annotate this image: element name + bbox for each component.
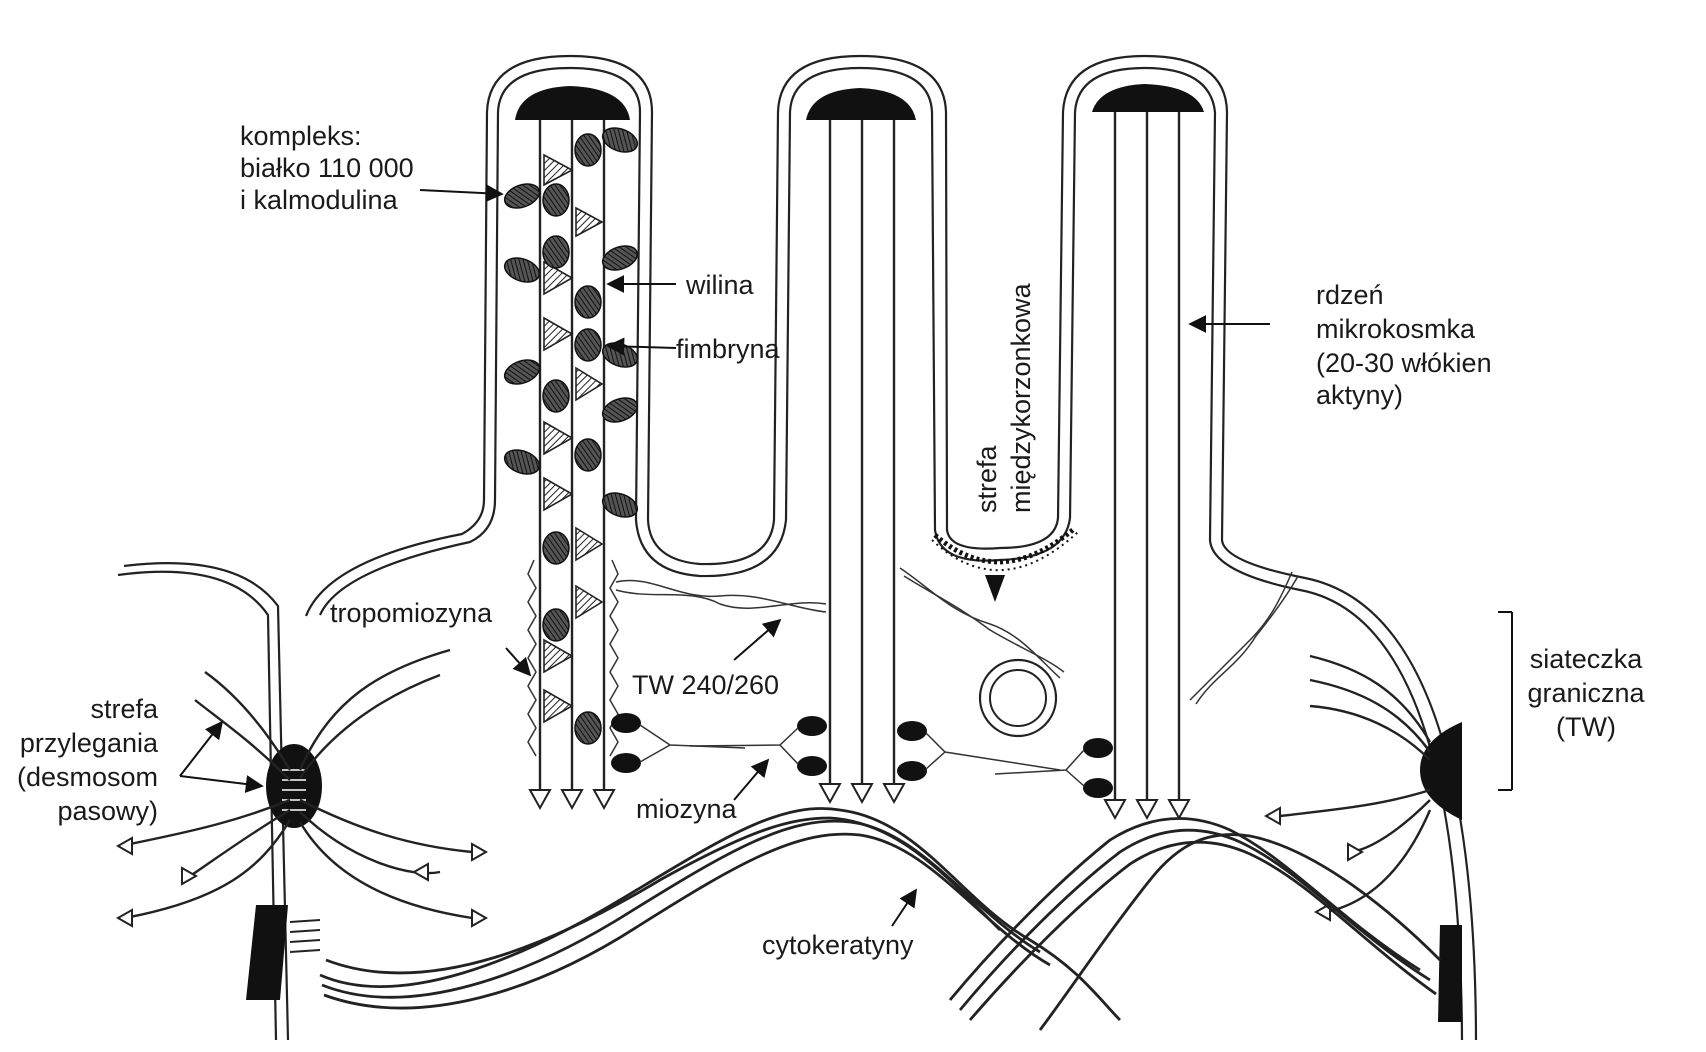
actin-bundle-3 bbox=[1103, 112, 1191, 821]
belt-desmosome-left bbox=[266, 744, 322, 828]
label-strefa-p-2: przylegania bbox=[20, 728, 159, 758]
labels: kompleks: białko 110 000 i kalmodulina w… bbox=[17, 121, 1646, 960]
fimbrin-ovals bbox=[542, 133, 602, 745]
label-rdzen-1: rdzeń bbox=[1316, 280, 1384, 310]
cytokeratin-bundle bbox=[319, 807, 1441, 1031]
label-kompleks-2: białko 110 000 bbox=[240, 153, 414, 183]
label-strefa-mk-2: międzykorzonkowa bbox=[1006, 282, 1036, 513]
label-rdzen-4: aktyny) bbox=[1316, 380, 1403, 410]
belt-actin-right bbox=[1263, 654, 1432, 922]
belt-actin-left bbox=[115, 648, 489, 928]
pointer-arrows bbox=[179, 184, 1513, 927]
label-siateczka-1: siateczka bbox=[1530, 644, 1644, 674]
label-strefa-p-1: strefa bbox=[90, 694, 159, 724]
label-rdzen-3: (20-30 włókien bbox=[1316, 348, 1492, 378]
label-fimbryna: fimbryna bbox=[676, 334, 781, 364]
label-kompleks-3: i kalmodulina bbox=[240, 185, 399, 215]
label-siateczka-2: graniczna bbox=[1527, 678, 1645, 708]
label-wilina: wilina bbox=[685, 270, 755, 300]
label-strefa-p-4: pasowy) bbox=[57, 796, 158, 826]
label-strefa-mk-1: strefa bbox=[972, 444, 1002, 513]
spot-desmosome-left bbox=[246, 905, 321, 1000]
label-tropomiozyna: tropomiozyna bbox=[330, 598, 493, 628]
belt-desmosome-right bbox=[1420, 722, 1462, 820]
actin-bundle-1 bbox=[528, 120, 616, 811]
label-cytokeratyny: cytokeratyny bbox=[762, 930, 914, 960]
label-rdzen-2: mikrokosmka bbox=[1316, 314, 1476, 344]
label-miozyna: miozyna bbox=[636, 794, 738, 824]
interrootlet-fuzz bbox=[931, 526, 1079, 602]
calmodulin-complexes bbox=[503, 127, 639, 518]
spot-desmosome-right bbox=[1438, 925, 1462, 1022]
plasma-membrane bbox=[117, 54, 1478, 1041]
label-kompleks-1: kompleks: bbox=[240, 121, 362, 151]
tip-caps bbox=[515, 84, 1204, 120]
villin-triangles bbox=[543, 153, 604, 724]
tw-240-260-strands bbox=[615, 567, 1299, 738]
label-tw240: TW 240/260 bbox=[632, 670, 779, 700]
label-siateczka-3: (TW) bbox=[1556, 712, 1616, 742]
myosin-molecules bbox=[611, 713, 1113, 798]
label-strefa-p-3: (desmosom bbox=[17, 762, 158, 792]
actin-bundle-2 bbox=[818, 120, 906, 805]
